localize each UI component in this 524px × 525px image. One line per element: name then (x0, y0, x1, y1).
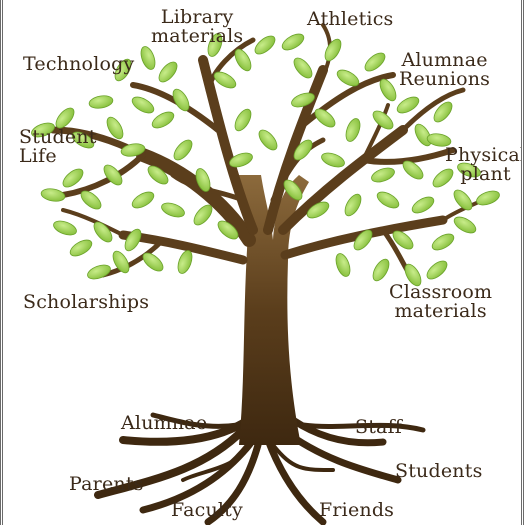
label-friends: Friends (319, 499, 395, 521)
label-line: Reunions (399, 68, 491, 90)
label-line: materials (394, 300, 487, 322)
label-faculty: Faculty (171, 499, 243, 521)
label-line: Library (160, 6, 234, 28)
label-alumnae-reunions: Alumnae Reunions (399, 51, 490, 89)
label-line: Student (19, 126, 97, 148)
label-scholarships: Scholarships (23, 291, 150, 313)
label-parents: Parents (69, 473, 144, 495)
label-line: plant (460, 163, 511, 185)
label-line: Classroom (389, 281, 493, 303)
label-line: Alumnae (401, 49, 488, 71)
label-technology: Technology (23, 53, 135, 75)
label-classroom-materials: Classroom materials (389, 283, 492, 321)
label-line: Life (19, 145, 57, 167)
tree-illustration (31, 23, 500, 525)
label-line: materials (151, 25, 244, 47)
label-students: Students (395, 460, 483, 482)
label-staff: Staff (355, 416, 403, 438)
label-athletics: Athletics (307, 8, 394, 30)
leaves (31, 33, 500, 287)
label-line: Physical (445, 144, 524, 166)
label-physical-plant: Physical plant (445, 144, 524, 185)
label-library-materials: Library materials (151, 8, 243, 46)
label-student-life: Student Life (19, 128, 97, 166)
label-alumnae: Alumnae (121, 412, 208, 434)
